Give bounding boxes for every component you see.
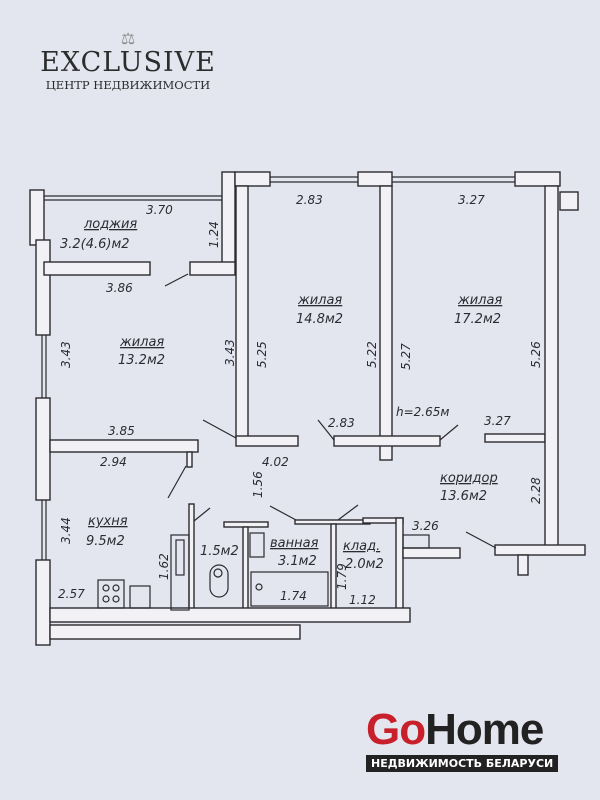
dim-label: 3.86: [106, 281, 133, 295]
exclusive-logo-name: EXCLUSIVE: [40, 47, 216, 78]
boiler-icon: [170, 534, 190, 611]
washbasin-icon: [249, 532, 265, 558]
dim-label: 5.26: [529, 341, 543, 368]
room-living3-label: жилая: [457, 293, 502, 308]
dim-label: 3.70: [146, 203, 173, 217]
kitchen-label: кухня: [88, 514, 128, 529]
wall: [35, 397, 51, 501]
room-living1-label: жилая: [119, 335, 164, 350]
wall: [235, 435, 299, 447]
stove-icon: [97, 579, 125, 609]
dim-label: 1.24: [207, 221, 221, 248]
exclusive-logo-tagline: ЦЕНТР НЕДВИЖИМОСТИ: [45, 78, 211, 92]
wall: [395, 517, 404, 613]
dim-label: 3.27: [484, 414, 511, 428]
room-living2-area: 14.8м2: [296, 312, 343, 327]
loggia-area: 3.2(4.6)м2: [60, 237, 130, 252]
toilet-icon: [209, 564, 229, 598]
wall: [223, 521, 269, 528]
wall: [234, 171, 271, 187]
wall: [49, 439, 199, 453]
dim-label: 1.56: [251, 471, 265, 498]
storage-area: 2.0м2: [345, 557, 384, 572]
dim-label: 3.27: [458, 193, 485, 207]
dim-label: 2.83: [296, 193, 323, 207]
dim-label: 3.43: [223, 339, 237, 366]
dim-label: 2.94: [100, 455, 127, 469]
dim-label: 3.85: [108, 424, 135, 438]
wall: [242, 526, 249, 613]
wall: [189, 261, 236, 276]
dim-label: 3.44: [59, 517, 73, 544]
bath-label: ванная: [270, 536, 319, 551]
loggia-label: лоджия: [83, 217, 137, 232]
corridor-area: 13.6м2: [440, 489, 487, 504]
dim-label: 3.26: [412, 519, 439, 533]
dim-label: 5.22: [365, 341, 379, 368]
wall: [379, 185, 393, 461]
wall: [49, 607, 411, 623]
dim-label: 2.57: [58, 587, 85, 601]
exclusive-logo: ⚖ EXCLUSIVE ЦЕНТР НЕДВИЖИМОСТИ: [28, 29, 228, 93]
dim-label: 3.43: [59, 341, 73, 368]
wall: [188, 503, 195, 613]
wall: [402, 547, 461, 559]
wall: [484, 433, 546, 443]
ceiling-height: h=2.65м: [396, 405, 449, 419]
room-living3-area: 17.2м2: [454, 312, 501, 327]
dim-label: 1.62: [157, 553, 171, 580]
wall: [35, 239, 51, 336]
wall: [49, 624, 301, 640]
gohome-logo: GoHome НЕДВИЖИМОСТЬ БЕЛАРУСИ: [366, 705, 559, 772]
scales-icon: ⚖: [120, 29, 136, 48]
wall: [29, 189, 45, 246]
gohome-logo-go: Go: [366, 705, 426, 754]
kitchen-area: 9.5м2: [86, 534, 125, 549]
dim-label: 2.83: [328, 416, 355, 430]
wall: [357, 171, 393, 187]
sink-icon: [129, 585, 151, 609]
wall: [559, 191, 579, 211]
wc-area: 1.5м2: [200, 544, 239, 559]
wall: [186, 451, 193, 468]
wall: [235, 185, 249, 439]
dim-label: 5.27: [399, 343, 413, 370]
wall: [221, 171, 236, 273]
room-living1-area: 13.2м2: [118, 353, 165, 368]
dim-label: 1.74: [280, 589, 307, 603]
storage-label: клад.: [343, 539, 380, 554]
wall: [514, 171, 561, 187]
wall: [333, 435, 441, 447]
dim-label: 1.79: [335, 563, 349, 590]
wall: [494, 544, 586, 556]
wall: [43, 261, 151, 276]
gohome-logo-home: Home: [425, 705, 544, 754]
wall: [517, 554, 529, 576]
bathtub-icon: [250, 571, 329, 607]
corridor-label: коридор: [440, 471, 498, 486]
wall: [544, 185, 559, 549]
dim-label: 4.02: [262, 455, 289, 469]
bath-area: 3.1м2: [278, 554, 317, 569]
dim-label: 1.12: [349, 593, 376, 607]
room-living2-label: жилая: [297, 293, 342, 308]
dim-label: 5.25: [255, 341, 269, 368]
dim-label: 2.28: [529, 477, 543, 504]
wall: [35, 559, 51, 646]
gohome-logo-tagline: НЕДВИЖИМОСТЬ БЕЛАРУСИ: [366, 755, 559, 772]
